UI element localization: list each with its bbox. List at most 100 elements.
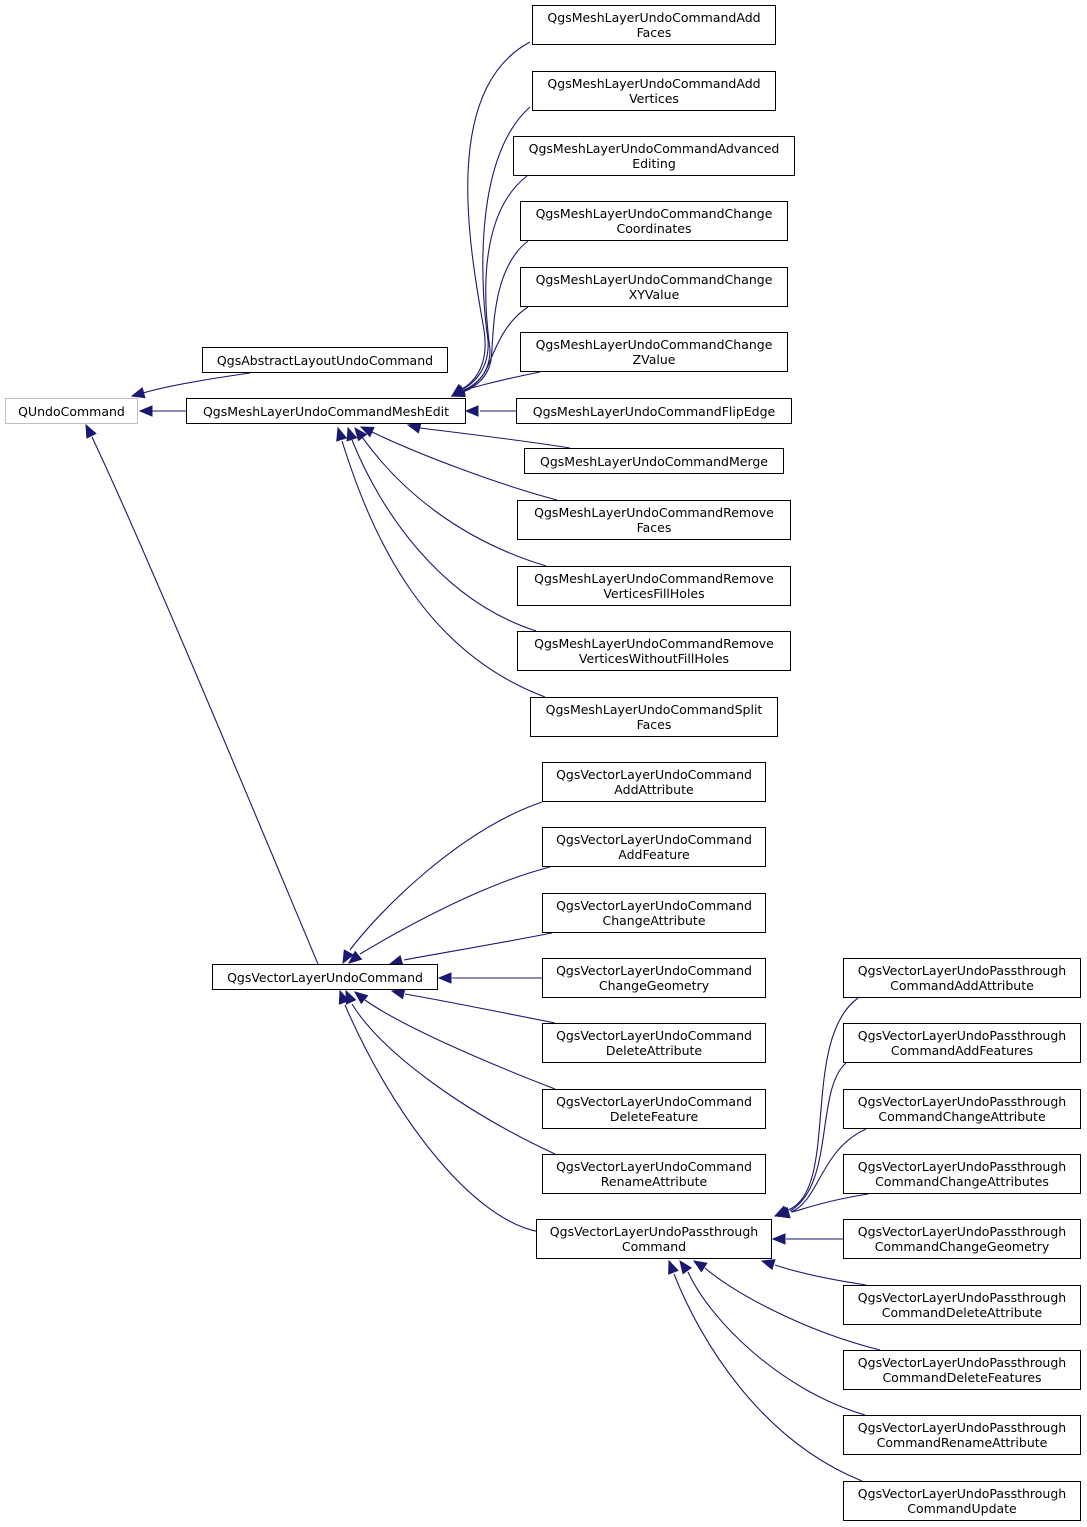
class-name-line: CommandUpdate: [907, 1501, 1017, 1516]
class-name-line: QgsMeshLayerUndoCommandFlipEdge: [532, 403, 776, 419]
edge-line: [344, 1004, 541, 1233]
class-node-mesh-flip[interactable]: QgsMeshLayerUndoCommandFlipEdge: [516, 398, 792, 424]
class-name-line: ChangeGeometry: [598, 978, 710, 993]
inheritance-edge-p_change_geom-to-passthrough: [771, 1233, 843, 1245]
edge-line: [460, 106, 531, 391]
inheritance-edge-v_del_feat-to-vector: [353, 991, 556, 1090]
arrowhead-icon: [347, 950, 363, 964]
arrowhead-icon: [775, 1207, 791, 1219]
class-node-mesh-edit[interactable]: QgsMeshLayerUndoCommandMeshEdit: [186, 398, 466, 424]
arrowhead-icon: [390, 988, 406, 1000]
class-name-line: QUndoCommand: [18, 403, 125, 419]
class-name-line: QgsVectorLayerUndoCommand: [556, 767, 752, 782]
class-node-qundocommand: QUndoCommand: [5, 398, 138, 424]
arrowhead-icon: [359, 426, 375, 438]
inheritance-edge-v_change_geom-to-vector: [437, 972, 542, 984]
class-name-line: QgsVectorLayerUndoPassthrough: [549, 1224, 759, 1239]
class-name-line: QgsMeshLayerUndoCommandRemove: [534, 571, 774, 586]
edge-line: [142, 372, 251, 394]
edge-line: [787, 997, 859, 1211]
class-name-line: AddFeature: [618, 847, 690, 862]
inheritance-edge-mesh_change_z-to-mesh_edit: [450, 371, 541, 397]
class-name-line: ChangeAttribute: [602, 913, 706, 928]
arrowhead-icon: [406, 422, 422, 434]
class-name-line: ZValue: [632, 352, 676, 367]
inheritance-edge-mesh_flip-to-mesh_edit: [464, 405, 516, 417]
class-name-line: QgsVectorLayerUndoCommand: [227, 969, 423, 985]
class-name-line: QgsMeshLayerUndoCommandAdd: [547, 76, 761, 91]
edge-line: [419, 427, 571, 449]
inheritance-edge-p_rename_attr-to-passthrough: [679, 1259, 866, 1416]
class-name-line: QgsMeshLayerUndoCommandMeshEdit: [202, 403, 450, 419]
inheritance-edge-v_change_attr-to-vector: [388, 932, 553, 967]
class-name-line: QgsVectorLayerUndoPassthrough: [857, 1159, 1067, 1174]
arrowhead-icon: [342, 949, 354, 965]
class-name-line: RenameAttribute: [600, 1174, 708, 1189]
class-name-line: QgsVectorLayerUndoPassthrough: [857, 1355, 1067, 1370]
arrowhead-icon: [771, 1233, 786, 1245]
edge-line: [673, 1273, 863, 1482]
inheritance-edge-v_del_attr-to-vector: [390, 988, 556, 1024]
edge-line: [789, 1062, 847, 1212]
arrowhead-icon: [346, 426, 358, 442]
class-name-line: QgsVectorLayerUndoPassthrough: [857, 1420, 1067, 1435]
inheritance-edge-v_add_attr-to-vector: [342, 801, 543, 965]
inheritance-edge-p_del_feats-to-passthrough: [692, 1260, 881, 1351]
edge-line: [704, 1267, 881, 1351]
class-name-line: QgsAbstractLayoutUndoCommand: [216, 352, 434, 368]
inheritance-edge-p_update-to-passthrough: [668, 1259, 863, 1482]
edge-line: [341, 440, 546, 698]
edge-line: [791, 1193, 869, 1213]
edge-line: [462, 240, 529, 393]
class-name-line: QgsVectorLayerUndoPassthrough: [857, 963, 1067, 978]
class-name-line: Faces: [636, 520, 672, 535]
class-name-line: QgsVectorLayerUndoPassthrough: [857, 1224, 1067, 1239]
class-name-line: QgsMeshLayerUndoCommandAdvanced: [528, 141, 780, 156]
arrowhead-icon: [668, 1259, 679, 1275]
class-name-line: DeleteAttribute: [605, 1043, 703, 1058]
inheritance-edge-v_rename_attr-to-vector: [345, 989, 556, 1155]
class-node-vector[interactable]: QgsVectorLayerUndoCommand: [212, 964, 438, 990]
class-name-line: CommandAddFeatures: [890, 1043, 1034, 1058]
arrowhead-icon: [130, 387, 146, 399]
class-name-line: CommandChangeAttributes: [875, 1174, 1049, 1189]
class-name-line: CommandAddAttribute: [890, 978, 1034, 993]
class-node-abstract-layout[interactable]: QgsAbstractLayoutUndoCommand: [202, 347, 448, 373]
inheritance-edge-mesh_merge-to-mesh_edit: [406, 422, 571, 449]
class-name-line: CommandChangeGeometry: [874, 1239, 1050, 1254]
class-name-line: AddAttribute: [614, 782, 694, 797]
inheritance-edge-abstract_layout-to-qundocommand: [130, 372, 251, 399]
class-node-mesh-merge[interactable]: QgsMeshLayerUndoCommandMerge: [524, 448, 784, 474]
class-name-line: QgsMeshLayerUndoCommandMerge: [540, 453, 768, 469]
edge-line: [461, 175, 528, 392]
class-name-line: CommandRenameAttribute: [876, 1435, 1048, 1450]
